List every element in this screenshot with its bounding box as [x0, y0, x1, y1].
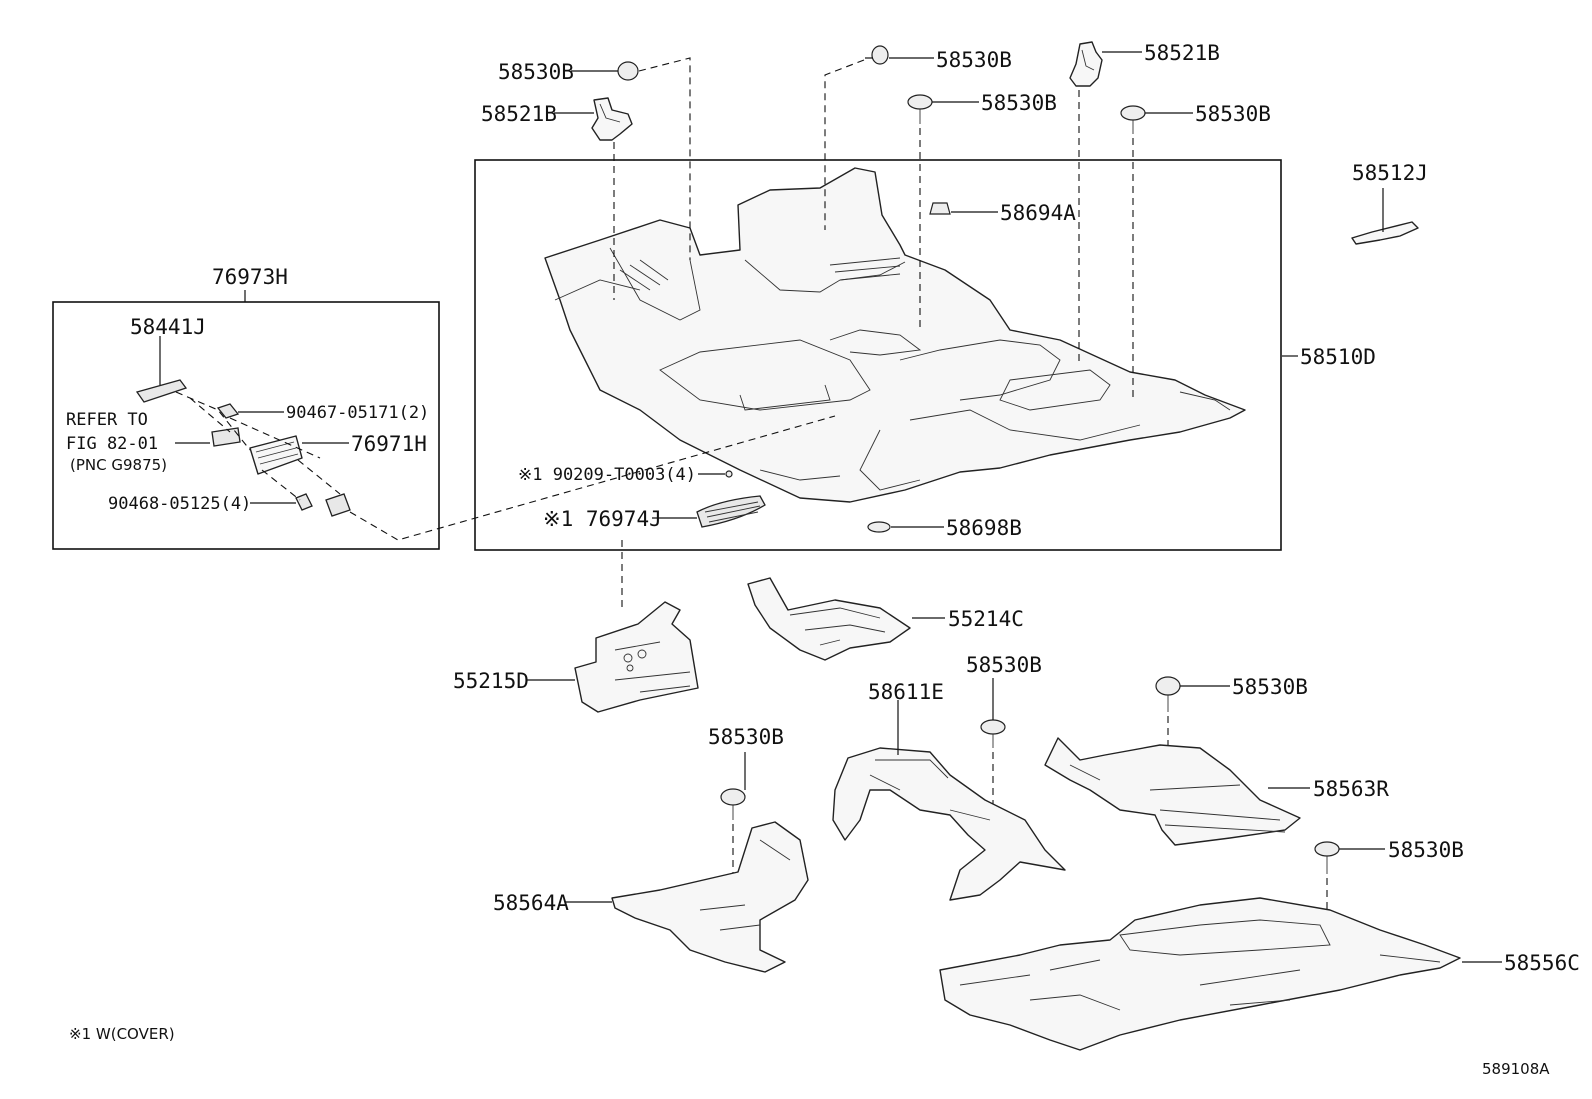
- part-58512J: 58512J: [1351, 161, 1428, 245]
- label-58530B-a: 58530B: [498, 60, 574, 84]
- label-58530B-b: 58530B: [936, 48, 1012, 72]
- label-58530B-e: 58530B: [966, 653, 1042, 677]
- main-group-frame: [474, 159, 1282, 551]
- label-58556C: 58556C: [1504, 951, 1580, 975]
- label-58530B-d: 58530B: [1195, 102, 1271, 126]
- label-90468: 90468-05125(4): [108, 494, 251, 514]
- label-58521B-b: 58521B: [1144, 41, 1220, 65]
- label-58611E: 58611E: [868, 680, 944, 704]
- clip-58530B-lower-right: 58530B: [1314, 838, 1464, 930]
- refer-line-2: FIG 82-01: [66, 434, 158, 454]
- part-58441J: 58441J: [130, 315, 206, 403]
- clip-58530B-right: 58530B: [1120, 102, 1271, 400]
- part-90467-05171: 90467-05171(2): [216, 403, 429, 423]
- cover-76974J: ※1 76974J: [543, 495, 766, 531]
- label-58530B-c: 58530B: [981, 91, 1057, 115]
- clip-58694A: 58694A: [929, 201, 1076, 225]
- label-58564A: 58564A: [493, 891, 569, 915]
- part-55215D: 55215D: [453, 540, 699, 713]
- label-58510D: 58510D: [1300, 345, 1376, 369]
- bracket-58521B-right: 58521B: [1069, 41, 1220, 365]
- part-58556C: 58556C: [939, 897, 1580, 1051]
- label-58521B-a: 58521B: [481, 102, 557, 126]
- label-55214C: 55214C: [948, 607, 1024, 631]
- part-58564A: 58564A: [493, 821, 809, 973]
- floor-carpet-58510D: [544, 167, 1246, 503]
- label-58512J: 58512J: [1352, 161, 1428, 185]
- label-90209: ※1 90209-T0003(4): [518, 465, 696, 485]
- clip-58530B-top-mid: 58530B: [824, 45, 1012, 230]
- refer-line-3: (PNC G9875): [70, 456, 167, 474]
- label-58530B-h: 58530B: [1388, 838, 1464, 862]
- bracket-58521B-left: 58521B: [481, 97, 633, 300]
- label-76971H: 76971H: [351, 432, 427, 456]
- diagram-id: 589108A: [1482, 1060, 1550, 1078]
- clip-58530B-lower-left: 58530B: [708, 725, 784, 905]
- part-76971H: 76971H: [249, 432, 427, 475]
- clip-58698B: 58698B: [867, 516, 1022, 540]
- sub-group-frame: [52, 301, 440, 550]
- screw-90209-T0003: ※1 90209-T0003(4): [518, 465, 733, 485]
- clip-58530B-upper-right: 58530B: [1155, 675, 1308, 790]
- clip-58530B-top-left: 58530B: [498, 57, 691, 260]
- label-58530B-f: 58530B: [1232, 675, 1308, 699]
- label-58530B-g: 58530B: [708, 725, 784, 749]
- label-58698B: 58698B: [946, 516, 1022, 540]
- label-58694A: 58694A: [1000, 201, 1076, 225]
- refer-note: REFER TO FIG 82-01 (PNC G9875): [66, 410, 241, 474]
- clip-58530B-center: 58530B: [966, 653, 1042, 820]
- label-58441J: 58441J: [130, 315, 206, 339]
- part-90468-05125: 90468-05125(4): [108, 493, 351, 517]
- label-90467: 90467-05171(2): [286, 403, 429, 423]
- label-55215D: 55215D: [453, 669, 529, 693]
- part-58563R: 58563R: [1044, 737, 1389, 846]
- footnote: ※1 W(COVER): [69, 1025, 175, 1043]
- label-76974J: ※1 76974J: [543, 507, 662, 531]
- label-58563R: 58563R: [1313, 777, 1389, 801]
- label-76973H: 76973H: [212, 265, 288, 289]
- part-58611E: 58611E: [832, 680, 1066, 901]
- part-55214C: 55214C: [747, 577, 1024, 661]
- clip-58530B-mid: 58530B: [907, 91, 1057, 330]
- refer-line-1: REFER TO: [66, 410, 148, 430]
